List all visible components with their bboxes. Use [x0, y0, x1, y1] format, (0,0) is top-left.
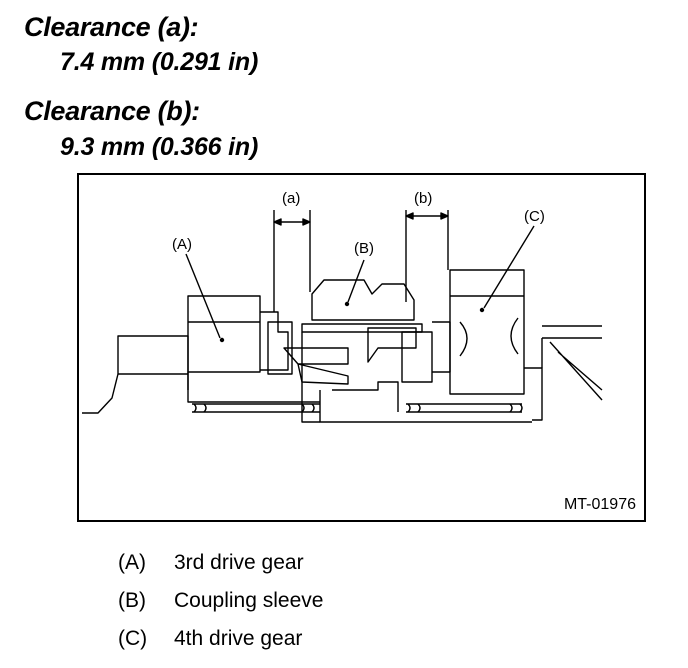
callout-A: (A) [172, 236, 192, 253]
left-shaft-outline [82, 335, 189, 414]
legend-text: 3rd drive gear [174, 551, 304, 574]
leader-a-part [185, 253, 221, 339]
clearance-a-label: Clearance (a): [24, 12, 199, 42]
right-synchro-ring [401, 331, 433, 383]
legend-text: Coupling sleeve [174, 589, 324, 612]
left-synchro-ring [267, 321, 293, 375]
callout-B: (B) [354, 240, 374, 257]
leader-b-part [347, 259, 365, 303]
left-bearing [192, 403, 320, 413]
hub-center [332, 381, 399, 412]
callout-C: (C) [524, 208, 545, 225]
legend-key: (B) [118, 589, 146, 612]
dim-a-arrow [273, 218, 311, 226]
left-cone [260, 311, 289, 371]
gear-assembly-drawing: (a) (b) (A) (B) (C) [82, 190, 603, 423]
legend-item: (A) 3rd drive gear [118, 551, 304, 575]
callout-b: (b) [414, 190, 432, 207]
right-collar [524, 367, 543, 421]
hub-left-wall [301, 332, 320, 423]
left-bearing-ends [193, 403, 315, 413]
fourth-gear-body [449, 269, 525, 395]
gear-clearance-figure: (a) (b) (A) (B) (C) MT-01976 [77, 173, 646, 522]
right-ring-teeth [367, 327, 417, 363]
left-ring-teeth [283, 347, 349, 385]
legend-item: (C) 4th drive gear [118, 627, 302, 651]
dim-b-arrow [405, 212, 449, 220]
coupling-sleeve [311, 279, 415, 321]
right-shaft [541, 325, 603, 401]
fourth-gear-recesses [459, 317, 519, 357]
legend-key: (C) [118, 627, 148, 650]
hub-floor [319, 390, 532, 423]
clearance-a-value: 7.4 mm (0.291 in) [60, 48, 259, 76]
clearance-b-label: Clearance (b): [24, 96, 200, 126]
clearance-b-value: 9.3 mm (0.366 in) [60, 133, 259, 161]
legend-key: (A) [118, 551, 146, 574]
third-gear-body [187, 295, 261, 373]
fourth-gear-cone [432, 321, 451, 373]
leader-a-dot [219, 337, 225, 343]
leader-b-dot [344, 301, 350, 307]
callout-a: (a) [282, 190, 300, 207]
leader-c-part [483, 225, 535, 309]
third-gear-hub [187, 372, 320, 403]
leader-c-dot [479, 307, 485, 313]
legend-item: (B) Coupling sleeve [118, 589, 323, 613]
figure-code: MT-01976 [563, 496, 636, 513]
legend-text: 4th drive gear [174, 627, 303, 650]
right-bearing-ends [407, 403, 523, 413]
right-bearing [406, 403, 522, 413]
